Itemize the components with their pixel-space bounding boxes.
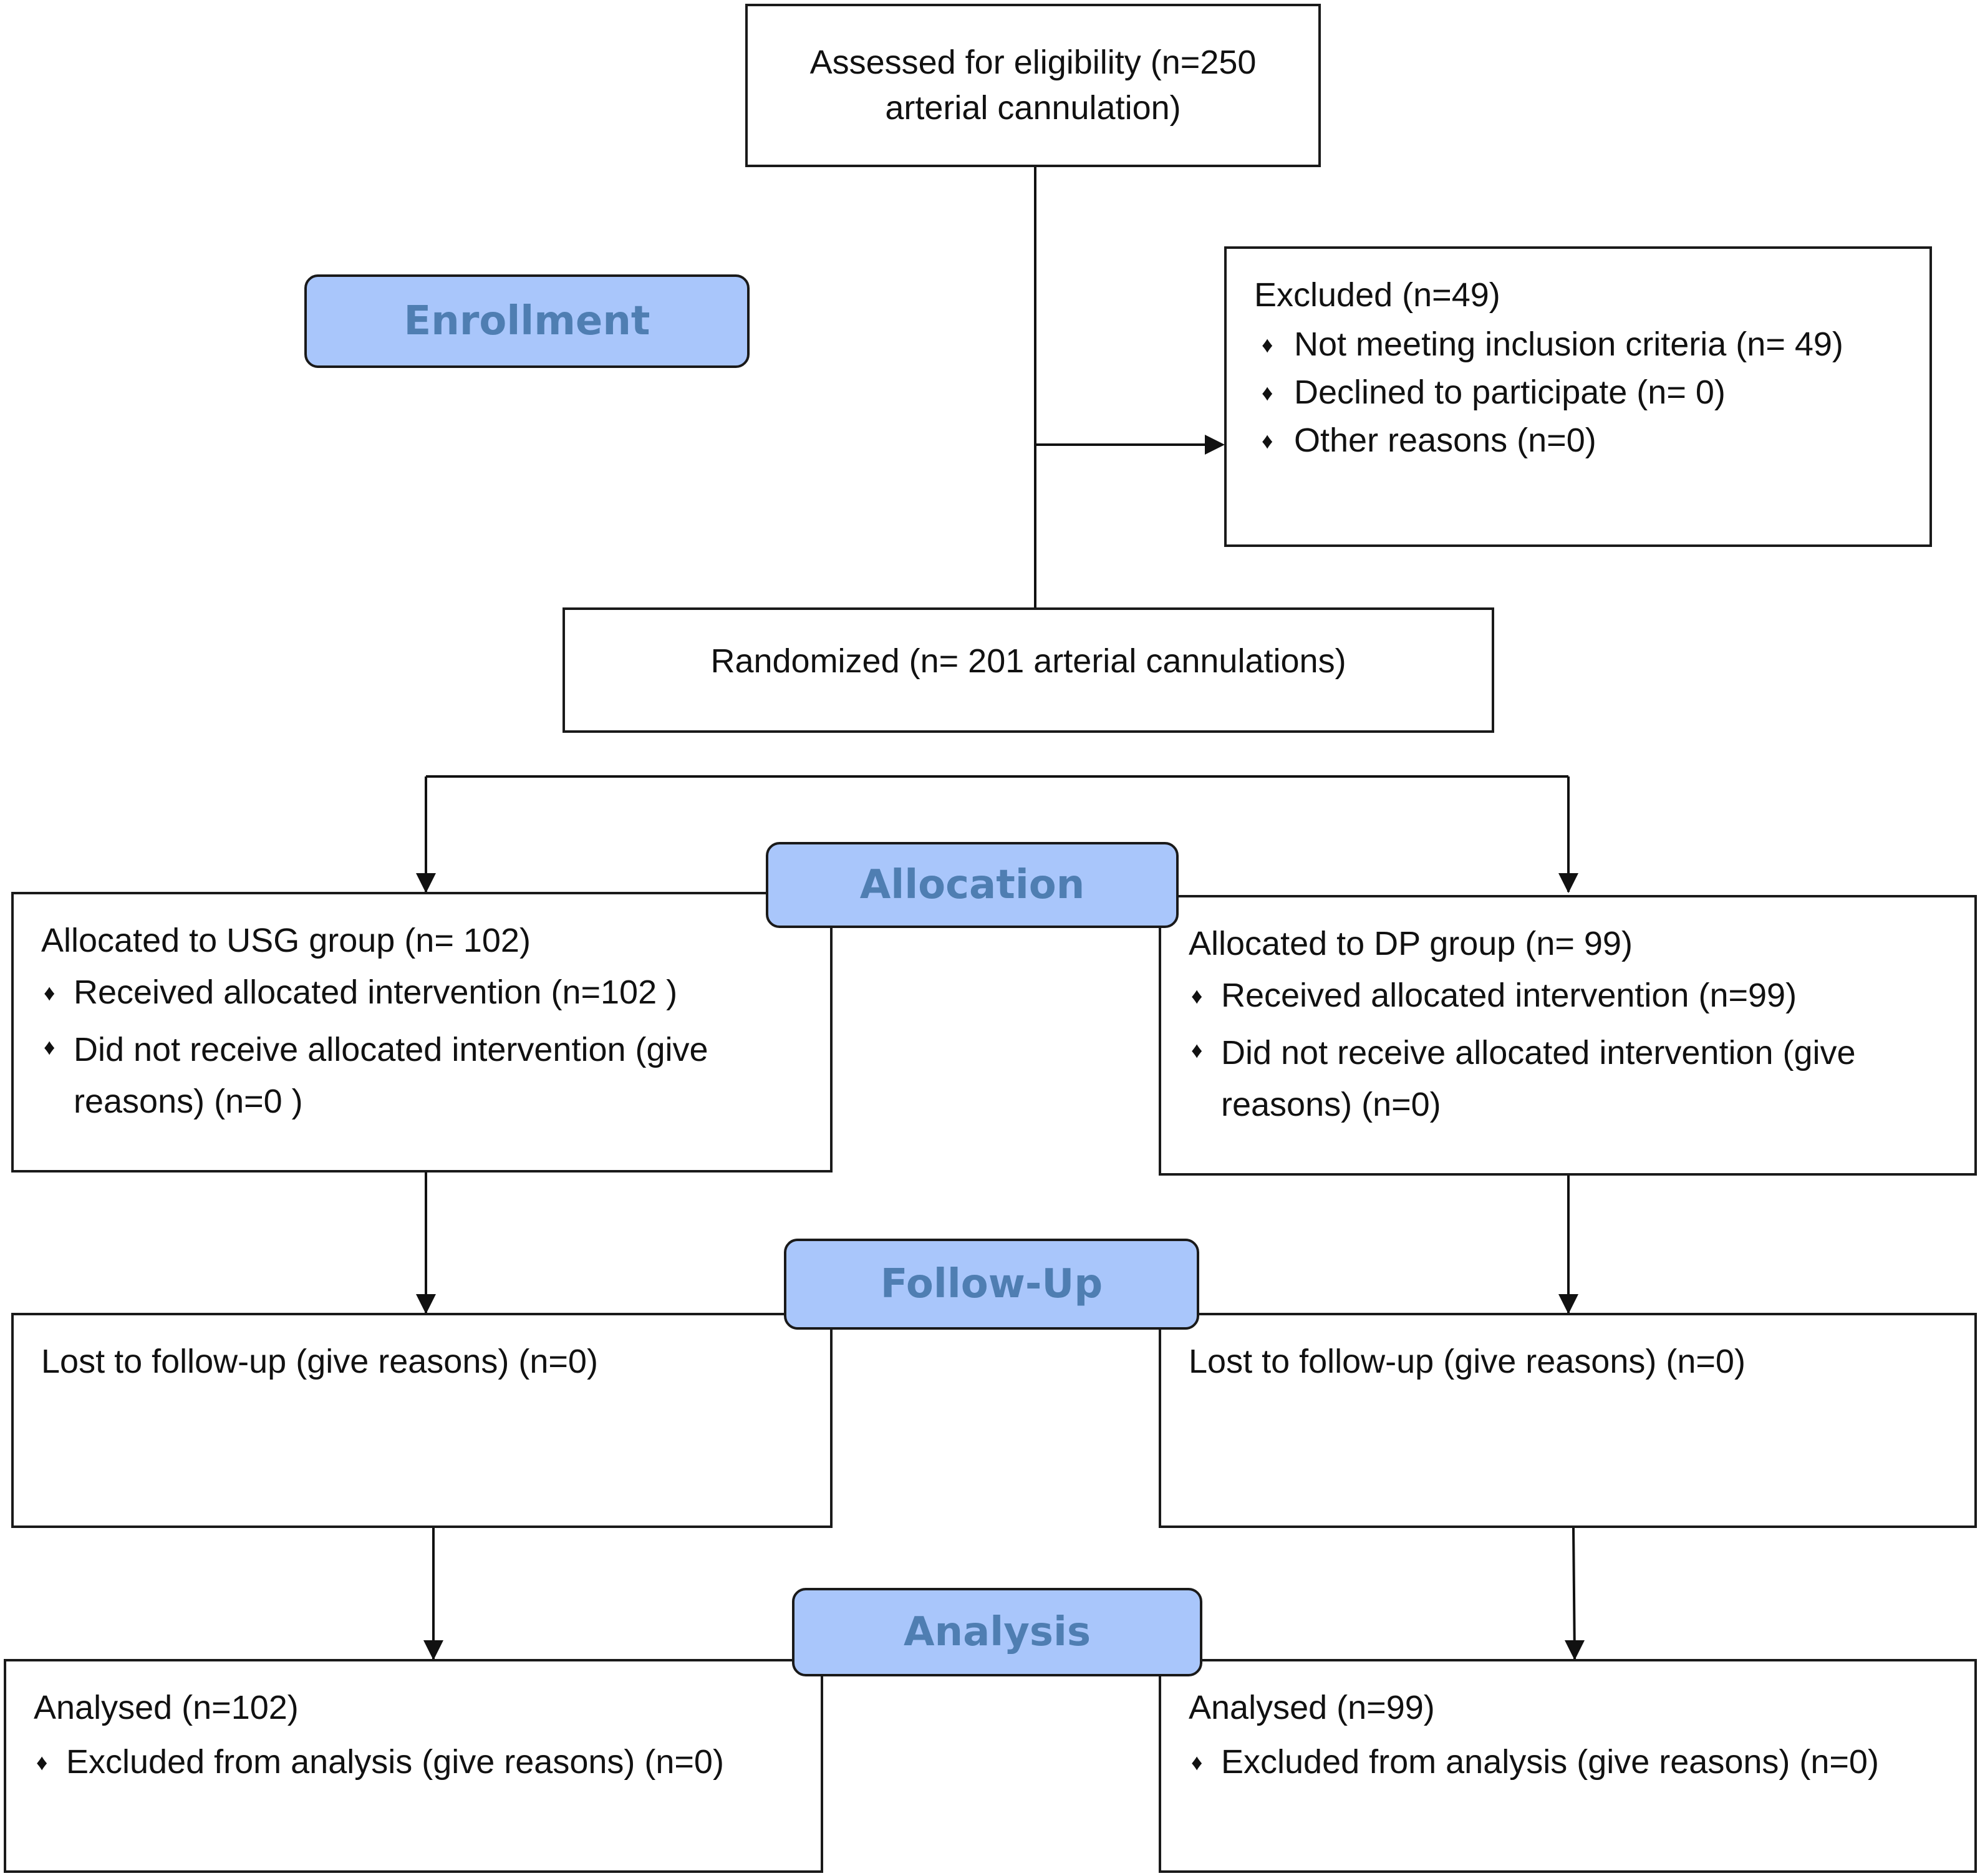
allocation-dp-title: Allocated to DP group (n= 99)	[1189, 925, 1633, 962]
analysis-dp-box: Analysed (n=99) ♦ Excluded from analysis …	[1159, 1659, 1977, 1873]
excluded-reason-text: Declined to participate (n= 0)	[1294, 373, 1726, 411]
excluded-title: Excluded (n=49)	[1254, 276, 1500, 314]
analysis-usg-items: ♦ Excluded from analysis (give reasons) (…	[34, 1739, 793, 1785]
analysis-dp-item: ♦ Excluded from analysis (give reasons) (…	[1189, 1739, 1947, 1785]
analysis-dp-item-text: Excluded from analysis (give reasons) (n…	[1221, 1743, 1879, 1781]
stage-allocation-label: Allocation	[859, 862, 1085, 908]
stage-enrollment: Enrollment	[304, 274, 750, 368]
arrowhead-analysis-right	[1565, 1640, 1585, 1660]
allocation-dp-item-text: Received allocated intervention (n=99)	[1221, 976, 1797, 1014]
allocation-dp-item-text: Did not receive allocated intervention (…	[1221, 1033, 1856, 1124]
excluded-box: Excluded (n=49) ♦ Not meeting inclusion c…	[1224, 246, 1932, 547]
followup-dp-box: Lost to follow-up (give reasons) (n=0)	[1159, 1313, 1977, 1528]
bullet-diamond-icon: ♦	[44, 1033, 56, 1060]
excluded-reason-text: Not meeting inclusion criteria (n= 49)	[1294, 325, 1843, 363]
bullet-diamond-icon: ♦	[1191, 1037, 1203, 1063]
analysis-usg-title: Analysed (n=102)	[34, 1689, 299, 1726]
followup-usg-text: Lost to follow-up (give reasons) (n=0)	[41, 1343, 598, 1380]
excluded-reasons: ♦Not meeting inclusion criteria (n= 49) …	[1254, 322, 1902, 463]
analysis-usg-item-text: Excluded from analysis (give reasons) (n…	[66, 1743, 724, 1781]
stage-follow-up: Follow-Up	[784, 1239, 1199, 1330]
excluded-reason-item: ♦ Other reasons (n=0)	[1254, 418, 1902, 463]
allocation-dp-item: ♦ Did not receive allocated intervention …	[1189, 1027, 1947, 1131]
allocation-usg-item: ♦ Did not receive allocated intervention …	[41, 1024, 803, 1128]
allocation-usg-item-text: Did not receive allocated intervention (…	[74, 1030, 708, 1121]
allocation-dp-box: Allocated to DP group (n= 99) ♦ Received …	[1159, 895, 1977, 1176]
analysis-usg-item: ♦ Excluded from analysis (give reasons) (…	[34, 1739, 793, 1785]
stage-allocation: Allocation	[766, 842, 1179, 928]
stage-analysis: Analysis	[792, 1588, 1202, 1676]
assessed-text: Assessed for eligibility (n=250 arterial…	[809, 44, 1257, 127]
analysis-dp-title: Analysed (n=99)	[1189, 1689, 1435, 1726]
allocation-usg-item: ♦ Received allocated intervention (n=102 …	[41, 970, 803, 1015]
excluded-reason-text: Other reasons (n=0)	[1294, 421, 1596, 459]
bullet-diamond-icon: ♦	[44, 979, 56, 1005]
allocation-dp-items: ♦Received allocated intervention (n=99) …	[1189, 973, 1947, 1131]
bullet-diamond-icon: ♦	[1262, 331, 1273, 357]
bullet-diamond-icon: ♦	[36, 1749, 48, 1775]
bullet-diamond-icon: ♦	[1262, 427, 1273, 453]
randomized-text: Randomized (n= 201 arterial cannulations…	[710, 642, 1346, 680]
allocation-usg-item-text: Received allocated intervention (n=102 )	[74, 973, 678, 1011]
bullet-diamond-icon: ♦	[1191, 1749, 1203, 1775]
excluded-reason-item: ♦ Not meeting inclusion criteria (n= 49)	[1254, 322, 1902, 367]
randomized-box: Randomized (n= 201 arterial cannulations…	[563, 607, 1494, 733]
arrowhead-followup-left	[416, 1294, 436, 1314]
allocation-usg-title: Allocated to USG group (n= 102)	[41, 922, 531, 959]
bullet-diamond-icon: ♦	[1191, 982, 1203, 1008]
connector-right-followup-to-analysis	[1572, 1527, 1576, 1660]
followup-dp-text: Lost to follow-up (give reasons) (n=0)	[1189, 1343, 1746, 1380]
analysis-dp-items: ♦ Excluded from analysis (give reasons) (…	[1189, 1739, 1947, 1785]
followup-usg-box: Lost to follow-up (give reasons) (n=0)	[11, 1313, 833, 1528]
allocation-usg-box: Allocated to USG group (n= 102) ♦ Receive…	[11, 892, 833, 1172]
allocation-dp-item: ♦ Received allocated intervention (n=99)	[1189, 973, 1947, 1018]
arrowhead-allocation-left	[416, 873, 436, 893]
stage-analysis-label: Analysis	[903, 1609, 1091, 1655]
allocation-usg-items: ♦ Received allocated intervention (n=102 …	[41, 970, 803, 1128]
arrowhead-analysis-left	[423, 1640, 443, 1660]
excluded-reason-item: ♦ Declined to participate (n= 0)	[1254, 370, 1902, 415]
bullet-diamond-icon: ♦	[1262, 379, 1273, 405]
assessed-box: Assessed for eligibility (n=250 arterial…	[745, 4, 1321, 167]
stage-enrollment-label: Enrollment	[403, 298, 650, 344]
arrowhead-followup-right	[1558, 1294, 1578, 1314]
stage-follow-up-label: Follow-Up	[880, 1261, 1103, 1307]
arrowhead-allocation-right	[1558, 873, 1578, 893]
arrowhead-excluded	[1205, 435, 1225, 455]
analysis-usg-box: Analysed (n=102) ♦ Excluded from analysis…	[4, 1659, 823, 1873]
